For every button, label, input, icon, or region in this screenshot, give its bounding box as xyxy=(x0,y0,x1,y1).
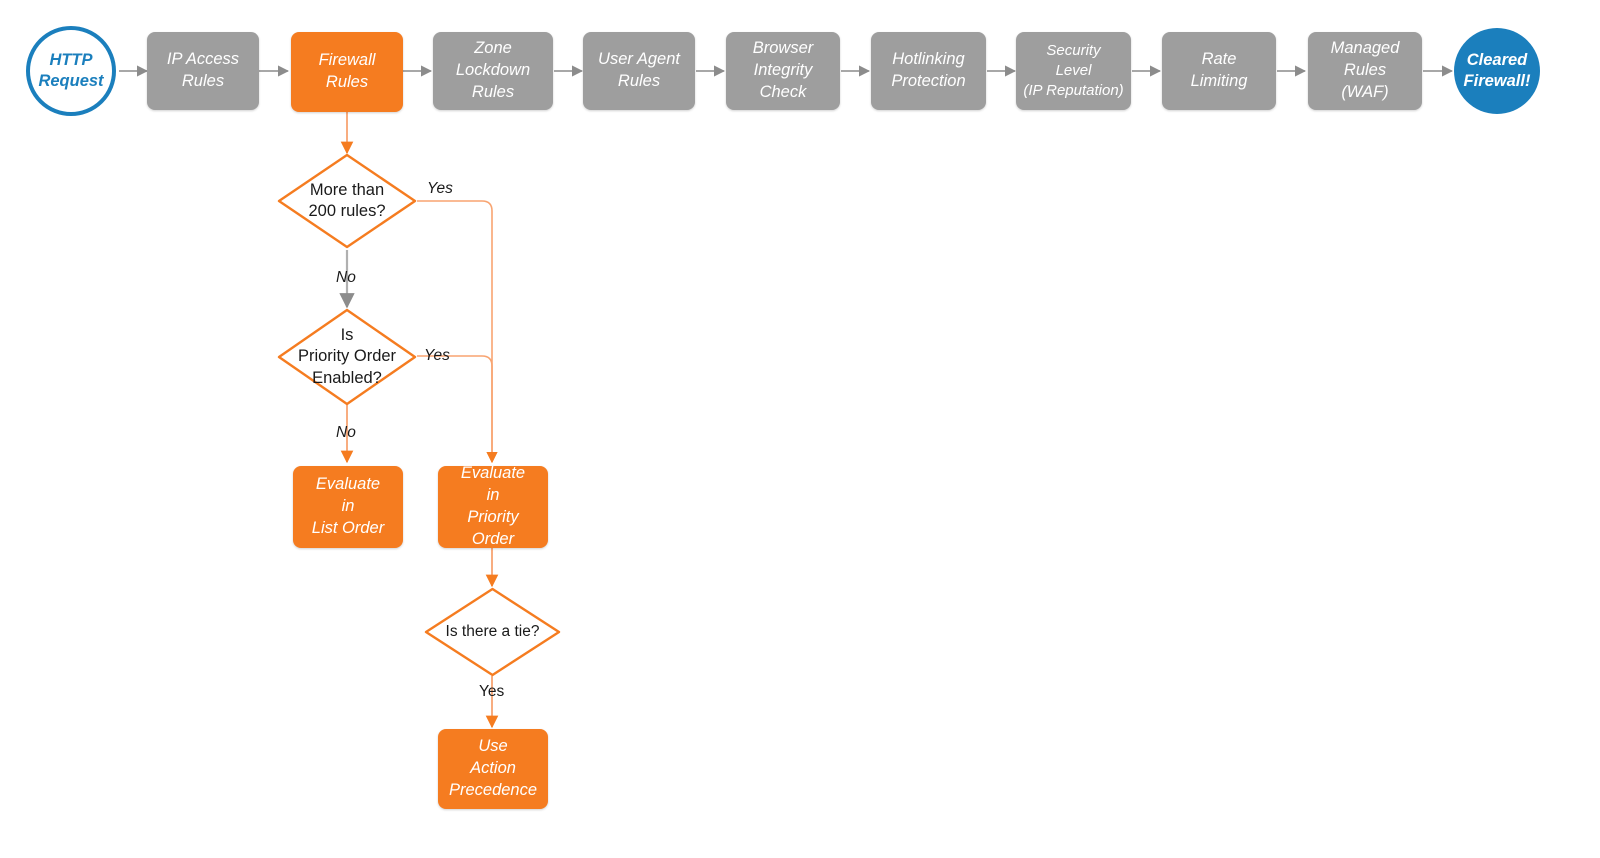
decision-priority-order-enabled-shape xyxy=(277,308,417,406)
decision-more-than-200-rules-shape xyxy=(277,153,417,249)
edge-label-yes-2: Yes xyxy=(424,347,450,364)
edge-label-no-2: No xyxy=(336,424,356,441)
edge-decision1-yes-to-priority-order xyxy=(417,200,498,464)
edge-decision2-yes-to-priority-order xyxy=(417,355,498,464)
decision-is-there-a-tie-shape xyxy=(424,587,561,677)
edge-label-yes-3: Yes xyxy=(479,683,505,700)
decision-is-there-a-tie[interactable]: Is there a tie? xyxy=(424,587,561,677)
decision-is-there-a-tie-label: Is there a tie? xyxy=(445,622,540,640)
edge-label-yes-1: Yes xyxy=(427,180,453,197)
edge-label-no-1: No xyxy=(336,269,356,286)
